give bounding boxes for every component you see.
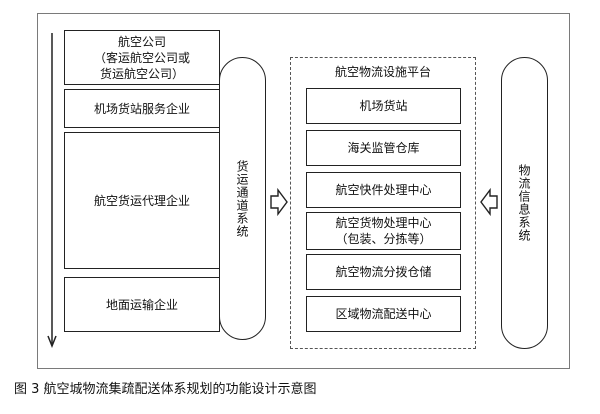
platform-item-regional-delivery: 区域物流配送中心 (306, 296, 461, 332)
platform-item-express-center: 航空快件处理中心 (306, 172, 461, 208)
logistics-info-system: 物流信息系统 (501, 57, 548, 349)
logistics-info-label: 物流信息系统 (517, 164, 531, 242)
platform-item-label: 航空货物处理中心 (335, 216, 432, 230)
airline-box: 航空公司 （客运航空公司或 货运航空公司） (64, 30, 220, 85)
platform-item-label: 机场货站 (359, 99, 408, 113)
platform-item-cargo-processing: 航空货物处理中心 （包装、分拣等） (306, 212, 461, 250)
platform-item-distribution-storage: 航空物流分拨仓储 (306, 254, 461, 290)
freight-channel-system: 货运通道系统 (219, 57, 266, 340)
platform-item-customs-warehouse: 海关监管仓库 (306, 130, 461, 166)
freight-agent-label: 航空货运代理企业 (93, 193, 190, 208)
airline-title: 航空公司 (117, 34, 166, 49)
platform-item-label: 航空物流分拨仓储 (335, 265, 432, 279)
platform-item-label: 航空快件处理中心 (335, 183, 432, 197)
freight-agent-box: 航空货运代理企业 (64, 132, 220, 269)
ground-transport-box: 地面运输企业 (64, 277, 220, 332)
freight-channel-label: 货运通道系统 (235, 159, 249, 238)
platform-item-label: 区域物流配送中心 (335, 307, 432, 321)
platform-item-airport-cargo: 机场货站 (306, 88, 461, 124)
platform-title: 航空物流设施平台 (334, 65, 431, 79)
platform-item-label: 海关监管仓库 (347, 141, 420, 155)
figure-frame (37, 13, 570, 369)
airport-cargo-service-box: 机场货站服务企业 (64, 89, 220, 128)
airport-cargo-service-label: 机场货站服务企业 (93, 101, 190, 116)
platform-item-sublabel: （包装、分拣等） (335, 232, 432, 246)
figure-caption: 图 3 航空城物流集疏配送体系规划的功能设计示意图 (14, 382, 317, 397)
airline-subtitle-1: （客运航空公司或 (93, 50, 190, 65)
ground-transport-label: 地面运输企业 (105, 297, 178, 312)
airline-subtitle-2: 货运航空公司） (99, 66, 184, 81)
logistics-platform-container (290, 57, 476, 349)
